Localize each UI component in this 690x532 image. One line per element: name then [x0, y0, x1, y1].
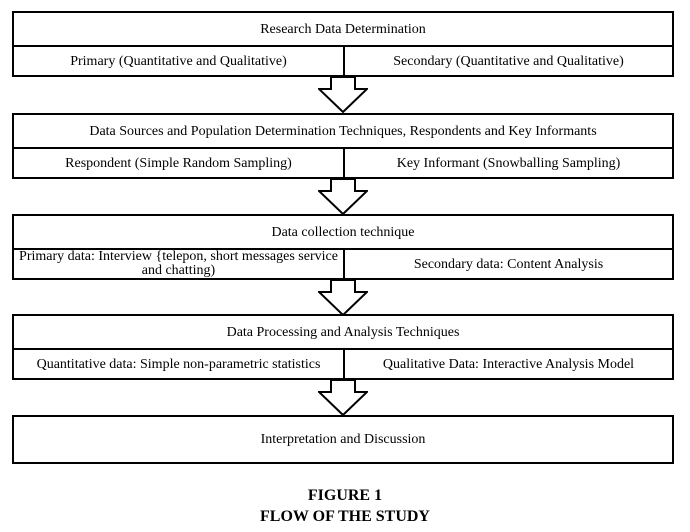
- stage2-title: Data Sources and Population Determinatio…: [89, 123, 597, 139]
- stage5-title: Interpretation and Discussion: [260, 432, 426, 447]
- stage3-right-label: Secondary data: Content Analysis: [413, 256, 604, 272]
- stage1-right-label: Secondary (Quantitative and Qualitative): [393, 53, 624, 69]
- stage4-left-label: Quantitative data: Simple non-parametric…: [36, 356, 321, 372]
- down-arrow-2: [318, 179, 368, 215]
- stage4-left-box: Quantitative data: Simple non-parametric…: [12, 348, 345, 380]
- stage2-title-box: Data Sources and Population Determinatio…: [12, 113, 674, 149]
- stage1-title-box: Research Data Determination: [12, 11, 674, 47]
- stage4-right-box: Qualitative Data: Interactive Analysis M…: [343, 348, 674, 380]
- stage4-title-box: Data Processing and Analysis Techniques: [12, 314, 674, 350]
- stage1-left-label: Primary (Quantitative and Qualitative): [70, 53, 287, 69]
- stage3-left-label: Primary data: Interview {telepon, short …: [19, 249, 338, 278]
- down-arrow-3: [318, 280, 368, 316]
- stage2-right-label: Key Informant (Snowballing Sampling): [396, 155, 621, 171]
- figure-title: FLOW OF THE STUDY: [260, 508, 430, 525]
- stage3-title: Data collection technique: [271, 224, 415, 240]
- stage1-title: Research Data Determination: [260, 21, 426, 37]
- stage2-left-label: Respondent (Simple Random Sampling): [65, 155, 292, 171]
- stage1-right-box: Secondary (Quantitative and Qualitative): [343, 45, 674, 77]
- stage2-left-box: Respondent (Simple Random Sampling): [12, 147, 345, 179]
- stage1-left-box: Primary (Quantitative and Qualitative): [12, 45, 345, 77]
- figure-number: FIGURE 1: [307, 487, 383, 504]
- stage4-right-label: Qualitative Data: Interactive Analysis M…: [382, 356, 635, 372]
- down-arrow-4: [318, 380, 368, 416]
- stage3-left-box: Primary data: Interview {telepon, short …: [12, 248, 345, 280]
- down-arrow-1: [318, 77, 368, 113]
- stage5-box: Interpretation and Discussion: [12, 415, 674, 464]
- stage4-title: Data Processing and Analysis Techniques: [226, 324, 460, 340]
- stage3-title-box: Data collection technique: [12, 214, 674, 250]
- stage3-right-box: Secondary data: Content Analysis: [343, 248, 674, 280]
- stage2-right-box: Key Informant (Snowballing Sampling): [343, 147, 674, 179]
